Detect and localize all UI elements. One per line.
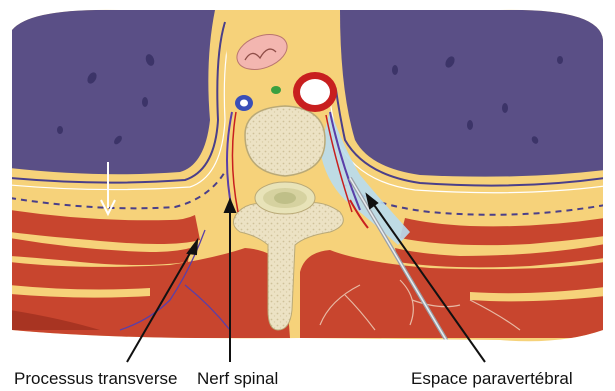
thoracic-cavity-left xyxy=(10,10,215,174)
spinal-cord-core xyxy=(274,192,296,204)
label-paravertebral-space: Espace paravertébral xyxy=(411,369,573,388)
label-spinal-nerve: Nerf spinal xyxy=(197,369,278,388)
vertebral-body xyxy=(245,106,325,176)
thoracic-duct xyxy=(271,86,281,94)
label-transverse-process: Processus transverse xyxy=(14,369,177,388)
thoracic-cavity-right xyxy=(340,10,605,177)
aorta-lumen xyxy=(300,79,330,105)
